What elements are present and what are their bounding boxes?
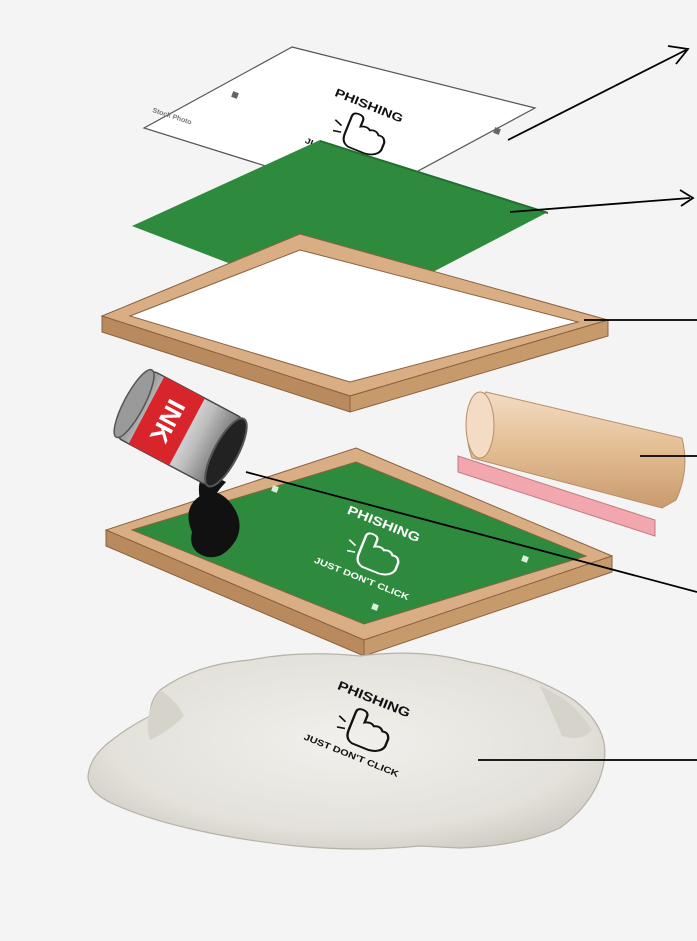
t-shirt: PHISHING JUST DON'T CLICK xyxy=(88,653,605,849)
leader-line-film xyxy=(508,50,686,140)
squeegee-handle xyxy=(467,392,685,508)
leader-line-emulsion xyxy=(510,198,690,212)
printing-screen-frame: PHISHING JUST DON'T CLICK xyxy=(106,448,612,656)
